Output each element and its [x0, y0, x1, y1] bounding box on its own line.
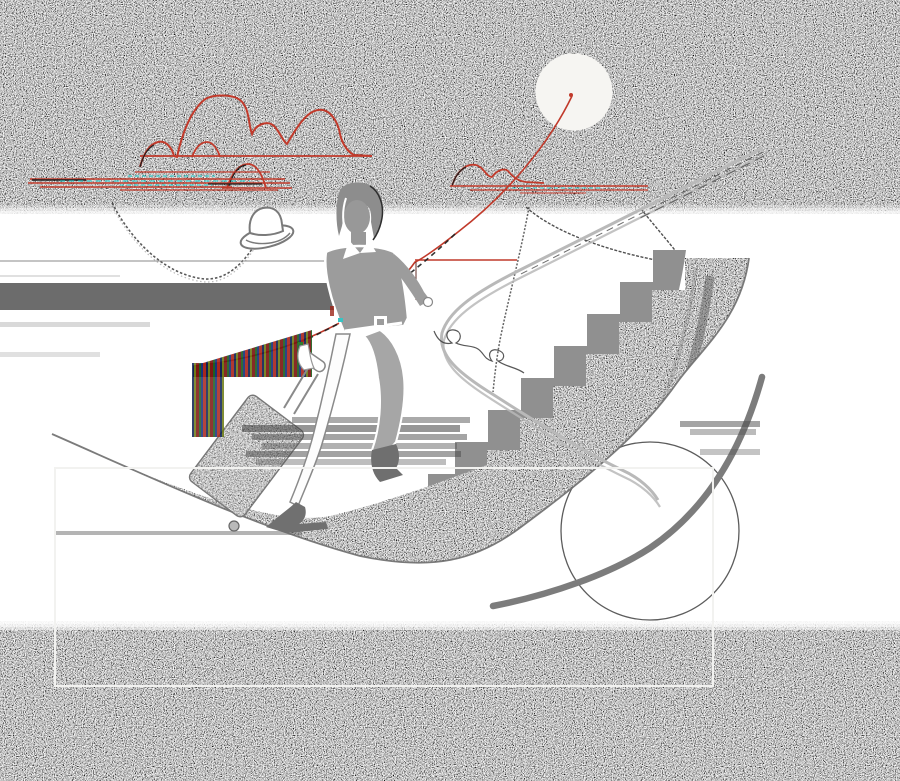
- thin-circle: [560, 441, 740, 621]
- suitcase-wheel: [228, 520, 240, 532]
- frame-rectangle: [54, 467, 714, 687]
- glitch-scanlines-left: [28, 171, 290, 191]
- belt: [344, 321, 403, 333]
- man-figure: [266, 182, 434, 533]
- dark-band: [0, 283, 337, 310]
- hair: [336, 182, 383, 238]
- thick-arc: [489, 373, 766, 610]
- neck: [351, 232, 366, 246]
- glitch-bands-left: [0, 260, 337, 357]
- railing: [433, 146, 766, 508]
- far-hand: [422, 296, 434, 308]
- collar-left: [343, 240, 360, 259]
- handle-rod: [283, 367, 309, 409]
- red-cloud-large: [139, 94, 373, 189]
- moon: [535, 53, 613, 131]
- hat-icon: [239, 206, 295, 250]
- far-arm: [392, 254, 430, 306]
- back-shoe: [371, 444, 403, 482]
- solid-staircase: [428, 250, 686, 506]
- bottom-noise-band: [0, 621, 900, 781]
- red-cloud-small: [450, 163, 648, 194]
- shirt: [324, 244, 410, 334]
- front-leg: [289, 333, 351, 508]
- top-noise-band: [0, 0, 900, 214]
- hat-and-curve: [111, 202, 295, 283]
- handle-rod: [293, 373, 319, 415]
- near-forearm: [297, 343, 315, 371]
- front-shoe: [266, 502, 328, 533]
- collar-right: [360, 240, 376, 253]
- moon-disc: [535, 53, 613, 131]
- face: [344, 200, 370, 234]
- glitch-bar-block: [192, 363, 224, 437]
- coil-scribble: [433, 329, 525, 374]
